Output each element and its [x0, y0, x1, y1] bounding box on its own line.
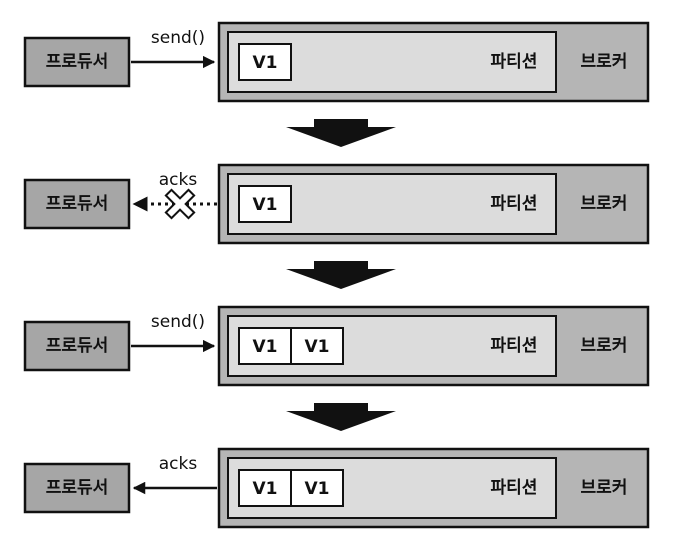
record-label: V1: [253, 195, 278, 215]
record-label: V1: [253, 479, 278, 499]
partition-label: 파티션: [491, 52, 538, 72]
step-row-3: 프로듀서 브로커 파티션 V1 V1 send(): [23, 305, 650, 387]
send-label: send(): [151, 28, 205, 48]
producer-label: 프로듀서: [46, 336, 109, 356]
record-box: [238, 469, 292, 507]
send-label: send(): [151, 312, 205, 332]
producer-label: 프로듀서: [46, 52, 109, 72]
partition-label: 파티션: [491, 194, 538, 214]
ack-failure-x-icon: [164, 188, 196, 220]
record-label: V1: [305, 337, 330, 357]
record-box: [238, 43, 292, 81]
record-label: V1: [253, 53, 278, 73]
record-label: V1: [305, 479, 330, 499]
step-row-1: 프로듀서 브로커 파티션 V1 send(): [23, 21, 650, 103]
down-arrow-icon: [286, 119, 396, 147]
record-box: [290, 469, 344, 507]
down-arrow-icon: [286, 261, 396, 289]
broker-label: 브로커: [581, 52, 628, 72]
broker-label: 브로커: [581, 194, 628, 214]
record-label: V1: [253, 337, 278, 357]
broker-label: 브로커: [581, 478, 628, 498]
record-box: [238, 185, 292, 223]
step-row-4: 프로듀서 브로커 파티션 V1 V1 acks: [23, 447, 650, 529]
producer-box: [23, 462, 131, 514]
producer-box: [23, 36, 131, 88]
record-box: [238, 327, 292, 365]
broker-label: 브로커: [581, 336, 628, 356]
acks-label: acks: [159, 170, 198, 190]
partition-label: 파티션: [491, 478, 538, 498]
producer-label: 프로듀서: [46, 194, 109, 214]
partition-label: 파티션: [491, 336, 538, 356]
producer-box: [23, 320, 131, 372]
record-box: [290, 327, 344, 365]
step-row-2: 프로듀서 브로커 파티션 V1 acks: [23, 163, 650, 245]
producer-label: 프로듀서: [46, 478, 109, 498]
producer-box: [23, 178, 131, 230]
down-arrow-icon: [286, 403, 396, 431]
x-mark-shape: [164, 188, 196, 220]
acks-label: acks: [159, 454, 198, 474]
